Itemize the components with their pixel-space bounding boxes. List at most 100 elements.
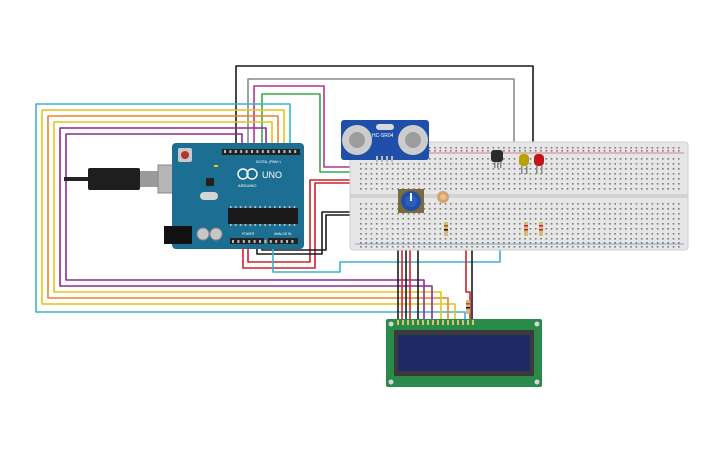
header-pin[interactable] — [291, 240, 294, 243]
header-pin[interactable] — [286, 240, 288, 243]
chip-leg — [279, 224, 281, 226]
header-pin[interactable] — [245, 150, 248, 153]
wire-orange-lcd[interactable] — [47, 115, 449, 320]
wire-black-top[interactable] — [235, 65, 534, 150]
header-pin[interactable] — [264, 240, 267, 243]
breadboard-hole — [524, 203, 526, 205]
breadboard-hole — [556, 242, 558, 244]
breadboard-hole — [534, 183, 537, 185]
header-pin[interactable] — [242, 240, 245, 243]
breadboard-hole — [487, 228, 489, 230]
chip-leg — [293, 206, 296, 208]
lcd-pin[interactable] — [427, 320, 429, 325]
chip-leg — [264, 206, 266, 208]
breadboard-hole — [646, 163, 648, 165]
breadboard-hole — [471, 188, 473, 190]
potentiometer[interactable] — [398, 189, 424, 213]
breadboard-hole — [534, 233, 537, 235]
header-pin[interactable] — [259, 240, 261, 243]
wire-gray-top[interactable] — [247, 78, 515, 165]
header-pin[interactable] — [248, 240, 251, 243]
breadboard-hole — [402, 246, 404, 248]
wire-magenta-top[interactable] — [253, 85, 355, 168]
header-pin[interactable] — [278, 150, 280, 153]
breadboard-hole — [678, 242, 680, 244]
breadboard-hole — [413, 238, 415, 240]
header-pin[interactable] — [232, 240, 234, 243]
breadboard-hole — [370, 213, 373, 215]
breadboard-hole — [503, 242, 505, 244]
breadboard-hole — [540, 150, 542, 152]
lcd-pin[interactable] — [457, 320, 459, 325]
wire-yellow-lcd-2[interactable] — [53, 121, 442, 320]
breadboard-hole — [662, 178, 664, 180]
lcd-pin[interactable] — [442, 320, 444, 325]
breadboard-hole — [619, 178, 622, 180]
breadboard-hole — [529, 208, 532, 210]
lcd-pin[interactable] — [417, 320, 419, 325]
breadboard-hole — [428, 188, 431, 190]
header-pin[interactable] — [261, 150, 264, 153]
lcd-pin[interactable] — [412, 320, 414, 325]
breadboard-hole — [598, 213, 601, 215]
header-pin[interactable] — [224, 150, 226, 153]
header-pin[interactable] — [256, 150, 259, 153]
breadboard-hole — [476, 213, 479, 215]
breadboard-hole — [365, 228, 367, 230]
breadboard-hole — [444, 218, 447, 220]
lcd-pin[interactable] — [467, 320, 469, 325]
lcd-pin[interactable] — [402, 320, 404, 325]
reset-button-cap[interactable] — [181, 151, 189, 159]
breadboard-hole — [651, 178, 654, 180]
breadboard-hole — [370, 228, 373, 230]
wire-yellow-lcd-1[interactable] — [41, 109, 456, 320]
header-pin[interactable] — [280, 240, 283, 243]
breadboard-hole — [529, 213, 532, 215]
lcd-pin[interactable] — [447, 320, 449, 325]
breadboard-hole — [672, 158, 675, 160]
header-pin[interactable] — [267, 150, 270, 153]
breadboard-hole — [360, 163, 362, 165]
header-pin[interactable] — [253, 240, 256, 243]
wire-purple-lcd-2[interactable] — [65, 133, 425, 320]
breadboard-hole — [450, 173, 452, 175]
header-pin[interactable] — [269, 240, 272, 243]
header-pin[interactable] — [234, 150, 237, 153]
header-pin[interactable] — [229, 150, 232, 153]
breadboard-hole — [646, 223, 648, 225]
breadboard-hole — [598, 246, 601, 248]
breadboard-hole — [365, 183, 367, 185]
wire-purple-lcd-1[interactable] — [59, 127, 433, 320]
breadboard-hole — [375, 203, 378, 205]
lcd-pin[interactable] — [432, 320, 434, 325]
header-pin[interactable] — [283, 150, 286, 153]
model-label: UNO — [262, 170, 282, 180]
header-pin[interactable] — [275, 240, 278, 243]
breadboard-hole — [566, 228, 569, 230]
lcd-pin[interactable] — [437, 320, 439, 325]
lcd-pin[interactable] — [407, 320, 409, 325]
ultrasonic-sensor: HC-SR04 — [341, 120, 429, 162]
header-pin[interactable] — [237, 240, 240, 243]
breadboard-hole — [423, 188, 426, 190]
header-pin[interactable] — [251, 150, 253, 153]
header-pin[interactable] — [288, 150, 291, 153]
lcd-pin[interactable] — [462, 320, 464, 325]
breadboard-hole — [519, 150, 521, 152]
header-pin[interactable] — [240, 150, 243, 153]
lcd-pin[interactable] — [422, 320, 424, 325]
lcd-pin[interactable] — [452, 320, 454, 325]
breadboard-hole — [609, 218, 611, 220]
wire-green-top[interactable] — [261, 93, 395, 173]
breadboard-hole — [492, 218, 495, 220]
lcd-pin[interactable] — [472, 320, 474, 325]
wire-red-power-2[interactable] — [247, 179, 393, 263]
wire-black-gnd-1[interactable] — [256, 211, 360, 255]
lcd-pin[interactable] — [397, 320, 399, 325]
header-pin[interactable] — [272, 150, 275, 153]
wire-cyan-lcd[interactable] — [35, 103, 466, 320]
chip-leg — [274, 206, 276, 208]
header-pin[interactable] — [294, 150, 297, 153]
breadboard-hole — [646, 173, 648, 175]
breadboard-hole — [455, 163, 457, 165]
